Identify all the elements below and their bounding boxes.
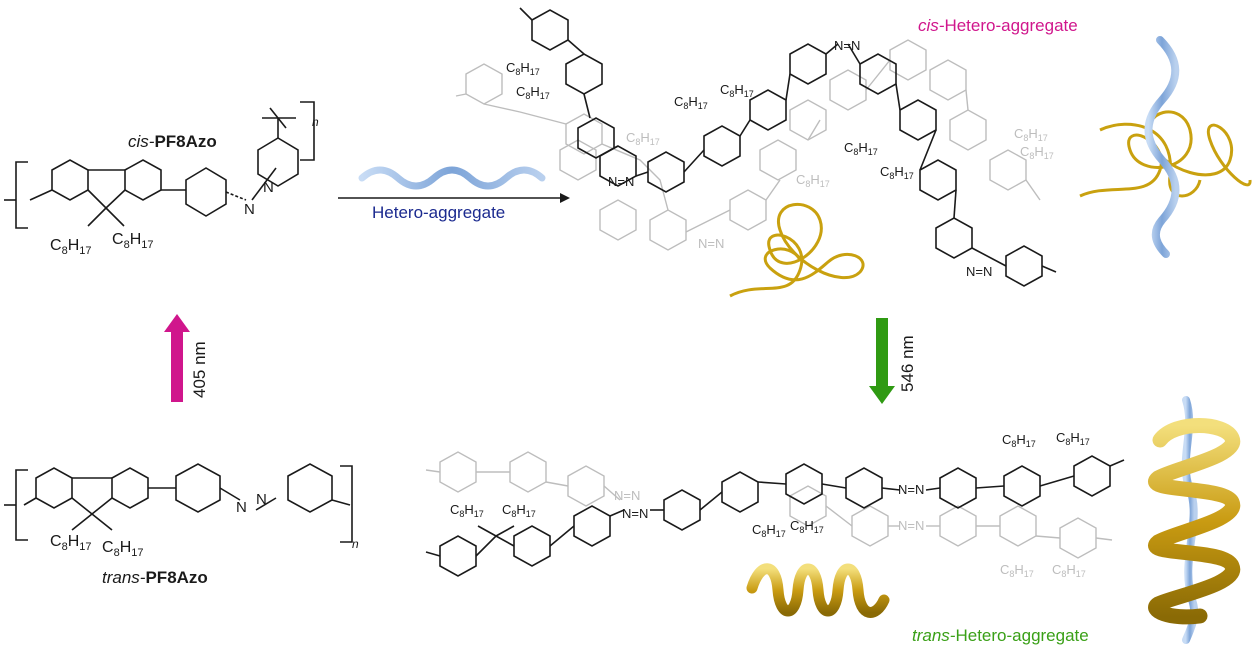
cis-agg-c8h17-d: C8H17: [720, 82, 754, 99]
cis-aggregate-black-chain: [519, 7, 1057, 287]
magenta-up-arrow: [164, 314, 190, 402]
cis-agg-c8h17-c: C8H17: [674, 94, 708, 111]
trans-agg-azo-b: N=N: [898, 482, 924, 497]
trans-c8h17-right: C8H17: [102, 539, 144, 559]
cis-agg-c8h17-f: C8H17: [880, 164, 914, 181]
cis-c8h17-right: C8H17: [112, 231, 154, 251]
hetero-aggregate-arrow: [338, 193, 570, 203]
cis-agg-azo-d: N=N: [698, 236, 724, 251]
cis-azo-n2: N: [263, 179, 274, 196]
blue-helix-vertical-top: [1144, 36, 1180, 258]
trans-agg-c8h17-a: C8H17: [450, 502, 484, 519]
cis-agg-c8h17-a: C8H17: [506, 60, 540, 77]
gold-random-coil-large: [1079, 110, 1252, 198]
wavelength-546-label: 546 nm: [898, 335, 917, 392]
trans-pf8azo-structure: [4, 463, 353, 543]
cis-agg-azo-a: N=N: [834, 38, 860, 53]
cis-repeat-n: n: [312, 115, 319, 129]
cis-azo-n1: N: [244, 201, 255, 218]
trans-agg-c8h17-h: C8H17: [1052, 562, 1086, 579]
trans-agg-azo-a: N=N: [622, 506, 648, 521]
cis-agg-c8h17-j: C8H17: [796, 172, 830, 189]
trans-agg-azo-d: N=N: [898, 518, 924, 533]
cis-agg-azo-c: N=N: [966, 264, 992, 279]
blue-helix-vertical-bottom: [1181, 396, 1199, 644]
cis-pf8azo-structure: [4, 101, 315, 229]
cis-agg-c8h17-i: C8H17: [626, 130, 660, 147]
trans-repeat-n: n: [352, 537, 359, 551]
blue-wave-icon: [358, 166, 546, 190]
cis-hetero-aggregate-label: cis-Hetero-aggregate: [918, 16, 1078, 35]
cis-agg-azo-b: N=N: [608, 174, 634, 189]
cis-agg-c8h17-g: C8H17: [1014, 126, 1048, 143]
cis-aggregate-grey-chain: [455, 39, 1041, 251]
trans-agg-c8h17-e: C8H17: [1002, 432, 1036, 449]
trans-aggregate-black-chain: [425, 455, 1125, 577]
trans-agg-c8h17-c: C8H17: [752, 522, 786, 539]
gold-random-coil-small: [729, 203, 865, 298]
cis-pf8azo-label: cis-PF8Azo: [128, 132, 217, 151]
gold-helix-large: [1148, 396, 1240, 644]
cis-agg-c8h17-e: C8H17: [844, 140, 878, 157]
trans-c8h17-left: C8H17: [50, 533, 92, 553]
trans-agg-c8h17-f: C8H17: [1056, 430, 1090, 447]
trans-pf8azo-label: trans-PF8Azo: [102, 568, 208, 587]
green-down-arrow: [869, 318, 895, 404]
cis-agg-c8h17-h: C8H17: [1020, 144, 1054, 161]
trans-azo-n1: N: [236, 499, 247, 516]
trans-azo-n2: N: [256, 491, 267, 508]
trans-agg-azo-c: N=N: [614, 488, 640, 503]
wavelength-405-label: 405 nm: [190, 341, 209, 398]
gold-helix-small: [746, 563, 890, 618]
trans-agg-c8h17-g: C8H17: [1000, 562, 1034, 579]
trans-agg-c8h17-b: C8H17: [502, 502, 536, 519]
cis-c8h17-left: C8H17: [50, 237, 92, 257]
trans-aggregate-grey-chain: [425, 451, 1113, 559]
cis-agg-c8h17-b: C8H17: [516, 84, 550, 101]
hetero-aggregate-label: Hetero-aggregate: [372, 203, 506, 222]
trans-hetero-aggregate-label: trans-Hetero-aggregate: [912, 626, 1089, 645]
